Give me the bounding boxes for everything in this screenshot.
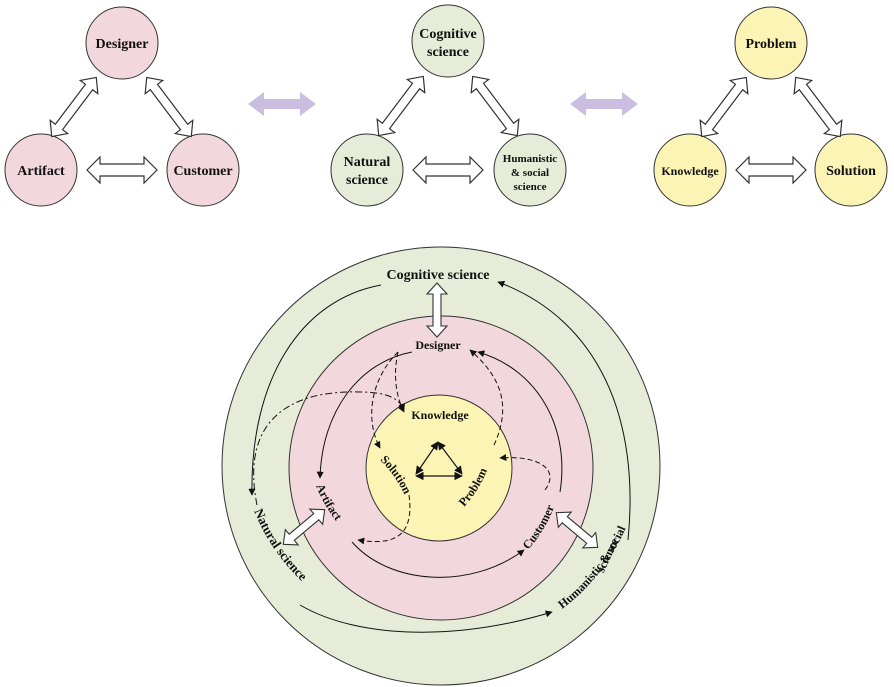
science-triangle: Cognitive science Natural science Humani… [330,4,567,207]
outer-cycle-arrow [497,280,631,541]
ring-cognitive-science-label: Cognitive science [386,268,489,283]
dashed-flow-arrow [499,454,551,491]
double-arrow-icon [699,76,843,185]
ring-knowledge-label: Knowledge [411,408,469,422]
dashdot-flow-arrow [253,391,405,506]
center-triangle-arrow [437,441,463,475]
customer-label: Customer [173,164,232,179]
double-arrow-icon [376,75,520,185]
humanistic-label-1: Humanistic [503,153,558,165]
customer-node [166,133,240,207]
artifact-node [4,133,78,207]
outer-cycle-arrow [248,284,382,496]
link-double-arrow-icon [570,92,638,116]
concentric-diagram: Cognitive science Designer Knowledge Nat… [221,246,661,686]
dashed-flow-arrow [357,494,411,545]
dashed-flow-arrow [371,351,399,449]
natural-label-2: science [346,173,388,188]
humanistic-label-2: & social [511,167,549,179]
double-arrow-icon [49,76,194,185]
cognitive-label-2: science [427,45,469,60]
cognitive-label-1: Cognitive [419,27,477,42]
problem-node [734,6,808,80]
double-arrow-icon [282,282,599,549]
solution-node [814,133,888,207]
ring-designer-label: Designer [415,338,461,352]
designer-label: Designer [96,37,149,52]
humanistic-label-3: science [514,181,547,193]
natural-label-1: Natural [344,155,391,170]
link-double-arrow-icon [248,92,316,116]
knowledge-label: Knowledge [661,164,719,178]
problem-label: Problem [745,37,796,52]
design-triangle: Designer Artifact Customer [4,6,240,207]
designer-node [85,6,159,80]
middle-cycle-arrow [316,351,413,479]
solution-label: Solution [826,164,876,179]
dashed-flow-arrow [469,349,504,446]
problem-triangle: Problem Knowledge Solution [653,6,888,207]
middle-cycle-arrow [477,350,563,493]
cognitive-science-node [411,4,485,78]
natural-science-node [330,133,404,207]
middle-cycle-arrow [351,541,525,578]
artifact-label: Artifact [17,164,65,179]
center-triangle-arrow [415,441,439,475]
humanistic-science-node [493,133,567,207]
outer-cycle-arrow [299,604,553,633]
knowledge-node [653,133,727,207]
